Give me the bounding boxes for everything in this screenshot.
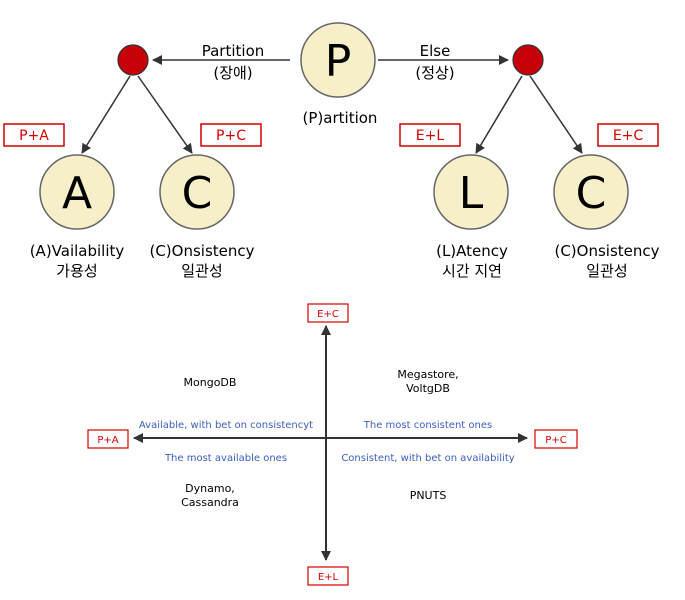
- edge-partition-label-2: (장애): [213, 64, 252, 82]
- node-c-left-label-2: 일관성: [181, 262, 222, 280]
- box-ec: [597, 123, 659, 147]
- axis-box-bottom: [307, 566, 349, 586]
- box-pa: [3, 123, 65, 147]
- axis-label-left: P+A: [97, 435, 118, 446]
- edge-else-label-2: (정상): [415, 64, 454, 82]
- node-l-circle: [433, 154, 509, 230]
- box-pa-label: P+A: [19, 128, 49, 144]
- q-bottom-left-note: The most available ones: [164, 453, 287, 464]
- q-bottom-left-db-1: Dynamo,: [185, 482, 235, 495]
- edge-to-l: [475, 75, 523, 154]
- axis-box-top: [307, 303, 349, 323]
- node-c-left-circle: [159, 154, 235, 230]
- node-l-label-2: 시간 지연: [442, 262, 502, 280]
- box-el: [399, 123, 461, 147]
- q-bottom-left-db-2: Cassandra: [181, 496, 239, 509]
- q-bottom-right-note: Consistent, with bet on availability: [341, 453, 514, 464]
- node-c-right-label-1: (C)Onsistency: [554, 242, 659, 260]
- axis-box-left: [87, 429, 129, 449]
- q-top-left-note: Available, with bet on consistencyt: [139, 420, 313, 431]
- node-a-label-1: (A)Vailability: [30, 242, 125, 260]
- axis-box-right: [534, 429, 578, 449]
- node-l-letter: L: [459, 168, 484, 219]
- root-node-letter: P: [325, 36, 352, 87]
- axis-label-right: P+C: [545, 435, 566, 446]
- edge-partition-label-1: Partition: [202, 42, 265, 60]
- node-c-right-letter: C: [576, 168, 607, 219]
- node-l-label-1: (L)Atency: [436, 242, 508, 260]
- q-bottom-right-db: PNUTS: [410, 489, 447, 502]
- partition-dot: [117, 44, 149, 76]
- edge-to-a: [81, 75, 131, 154]
- axis-label-bottom: E+L: [318, 572, 339, 583]
- node-a-letter: A: [62, 168, 92, 219]
- node-c-left-label-1: (C)Onsistency: [149, 242, 254, 260]
- q-top-right-note: The most consistent ones: [363, 420, 492, 431]
- axis-label-top: E+C: [317, 309, 339, 320]
- edge-to-c-left: [137, 75, 193, 154]
- node-c-right-circle: [553, 154, 629, 230]
- else-dot: [512, 44, 544, 76]
- root-node-circle: [300, 22, 376, 98]
- q-top-left-db: MongoDB: [184, 376, 237, 389]
- root-node-label: (P)artition: [303, 109, 378, 127]
- box-pc: [200, 123, 262, 147]
- node-c-right-label-2: 일관성: [586, 262, 627, 280]
- box-ec-label: E+C: [613, 128, 644, 144]
- edge-to-c-right: [529, 75, 583, 154]
- node-a-label-2: 가용성: [56, 262, 97, 280]
- box-el-label: E+L: [416, 128, 445, 144]
- q-top-right-db-1: Megastore,: [397, 368, 458, 381]
- node-c-left-letter: C: [182, 168, 213, 219]
- edge-else-label-1: Else: [420, 42, 451, 60]
- box-pc-label: P+C: [216, 128, 246, 144]
- q-top-right-db-2: VoltgDB: [406, 382, 450, 395]
- node-a-circle: [39, 154, 115, 230]
